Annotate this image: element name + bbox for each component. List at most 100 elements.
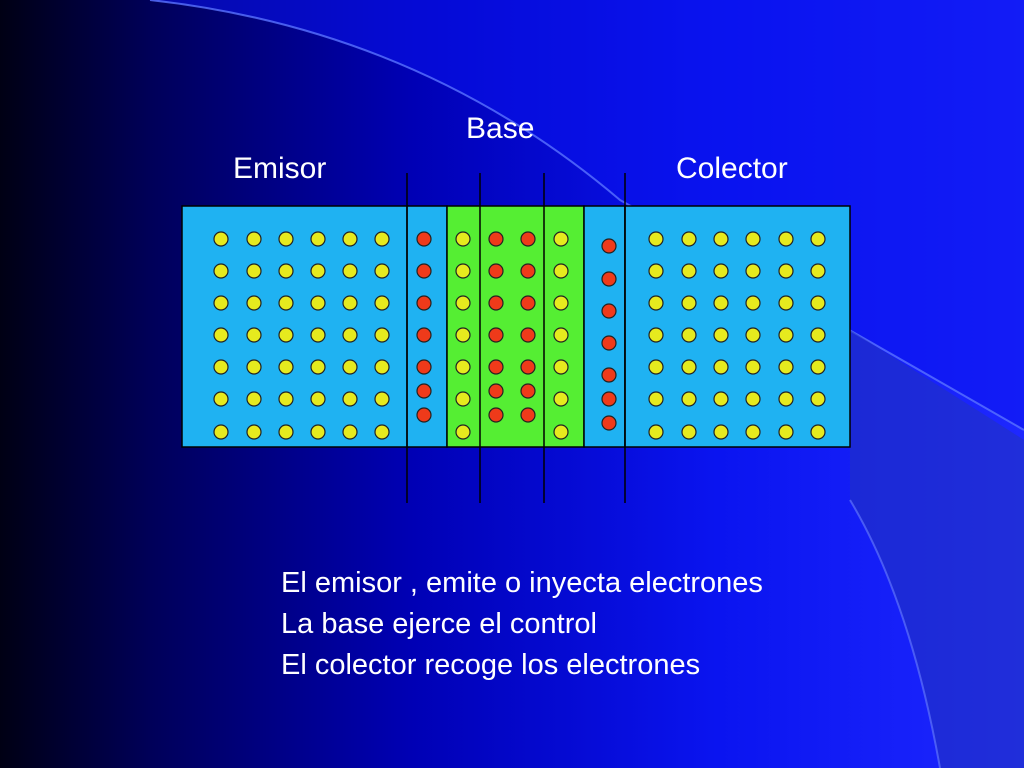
electron-dot [278,327,294,343]
electron-dot [745,263,761,279]
hole-dot [520,407,536,423]
electron-dot [713,424,729,440]
electron-dot [213,295,229,311]
electron-dot [374,391,390,407]
hole-dot [601,303,617,319]
electron-dot [713,359,729,375]
hole-dot [416,327,432,343]
electron-dot [455,359,471,375]
hole-dot [488,263,504,279]
colector-region [624,205,851,448]
electron-dot [246,424,262,440]
electron-dot [278,295,294,311]
electron-dot [213,391,229,407]
electron-dot [213,424,229,440]
hole-dot [488,407,504,423]
electron-dot [778,359,794,375]
caption-line-3: El colector recoge los electrones [281,649,701,681]
hole-dot [520,295,536,311]
electron-dot [745,424,761,440]
hole-dot [520,383,536,399]
electron-dot [553,327,569,343]
electron-dot [810,391,826,407]
electron-dot [374,231,390,247]
electron-dot [374,359,390,375]
electron-dot [213,327,229,343]
electron-dot [778,424,794,440]
electron-dot [713,263,729,279]
electron-dot [810,327,826,343]
electron-dot [778,391,794,407]
electron-dot [278,424,294,440]
electron-dot [455,231,471,247]
electron-dot [553,295,569,311]
electron-dot [310,295,326,311]
hole-dot [601,335,617,351]
electron-dot [374,295,390,311]
caption: El emisor , emite o inyecta electrones L… [281,563,763,686]
electron-dot [810,359,826,375]
electron-dot [213,359,229,375]
hole-dot [520,327,536,343]
electron-dot [778,327,794,343]
electron-dot [745,231,761,247]
electron-dot [342,327,358,343]
electron-dot [374,327,390,343]
electron-dot [681,424,697,440]
background-swoosh-right [850,330,1024,768]
electron-dot [246,263,262,279]
electron-dot [374,424,390,440]
electron-dot [778,295,794,311]
electron-dot [648,263,664,279]
electron-dot [713,295,729,311]
hole-dot [416,407,432,423]
emisor-label: Emisor [233,152,327,185]
electron-dot [342,263,358,279]
electron-dot [342,424,358,440]
electron-dot [310,231,326,247]
electron-dot [745,359,761,375]
electron-dot [310,391,326,407]
background-swoosh-line [149,0,1024,431]
electron-dot [278,391,294,407]
background-swoosh-right-line [849,499,941,768]
electron-dot [681,231,697,247]
base-label: Base [466,112,535,145]
electron-dot [553,359,569,375]
electron-dot [681,327,697,343]
electron-dot [810,295,826,311]
electron-dot [278,231,294,247]
electron-dot [648,295,664,311]
hole-dot [601,367,617,383]
electron-dot [810,263,826,279]
electron-dot [648,391,664,407]
electron-dot [745,295,761,311]
electron-dot [310,359,326,375]
electron-dot [778,231,794,247]
electron-dot [745,391,761,407]
electron-dot [745,327,761,343]
electron-dot [310,327,326,343]
electron-dot [810,231,826,247]
hole-dot [416,383,432,399]
hole-dot [416,295,432,311]
hole-dot [601,415,617,431]
electron-dot [553,263,569,279]
electron-dot [213,231,229,247]
electron-dot [713,327,729,343]
background-swoosh-top [0,0,1024,430]
electron-dot [713,391,729,407]
electron-dot [681,359,697,375]
hole-dot [520,359,536,375]
electron-dot [310,263,326,279]
hole-dot [416,263,432,279]
electron-dot [681,391,697,407]
hole-dot [488,359,504,375]
electron-dot [810,424,826,440]
electron-dot [213,263,229,279]
electron-dot [342,359,358,375]
hole-dot [416,359,432,375]
charge-carriers [213,231,826,440]
hole-dot [601,391,617,407]
